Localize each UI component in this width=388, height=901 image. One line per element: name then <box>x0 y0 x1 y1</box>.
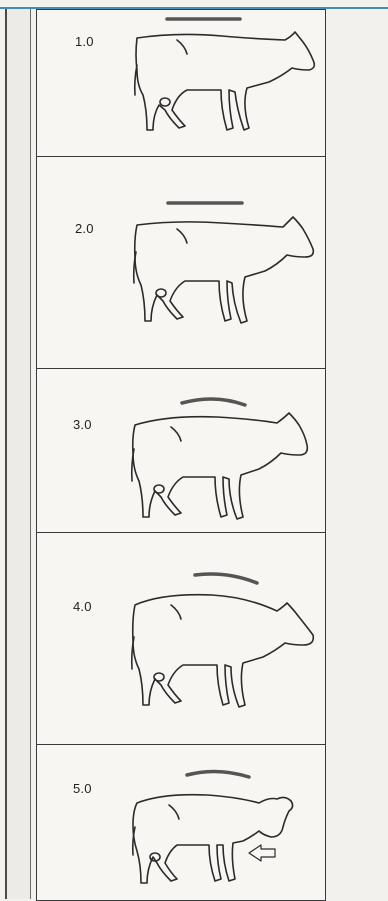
backline-marker <box>182 399 245 405</box>
left-margin-line <box>5 9 7 899</box>
score-row: 5.0 <box>36 745 326 901</box>
page-margin-band <box>7 9 30 899</box>
arrow-pointer <box>249 845 275 861</box>
score-row: 2.0 <box>36 157 326 369</box>
cow-illustration <box>37 157 327 369</box>
body-condition-score-chart: 1.0 2.0 3.0 4.0 <box>36 9 326 901</box>
cow-illustration <box>37 10 327 158</box>
cow-illustration <box>37 369 327 533</box>
cow-illustration <box>37 533 327 745</box>
cow-illustration <box>37 745 327 901</box>
score-row: 3.0 <box>36 369 326 533</box>
backline-marker <box>195 574 257 583</box>
score-row: 4.0 <box>36 533 326 745</box>
backline-marker <box>187 771 249 777</box>
left-inner-line <box>30 9 31 899</box>
score-row: 1.0 <box>36 9 326 157</box>
